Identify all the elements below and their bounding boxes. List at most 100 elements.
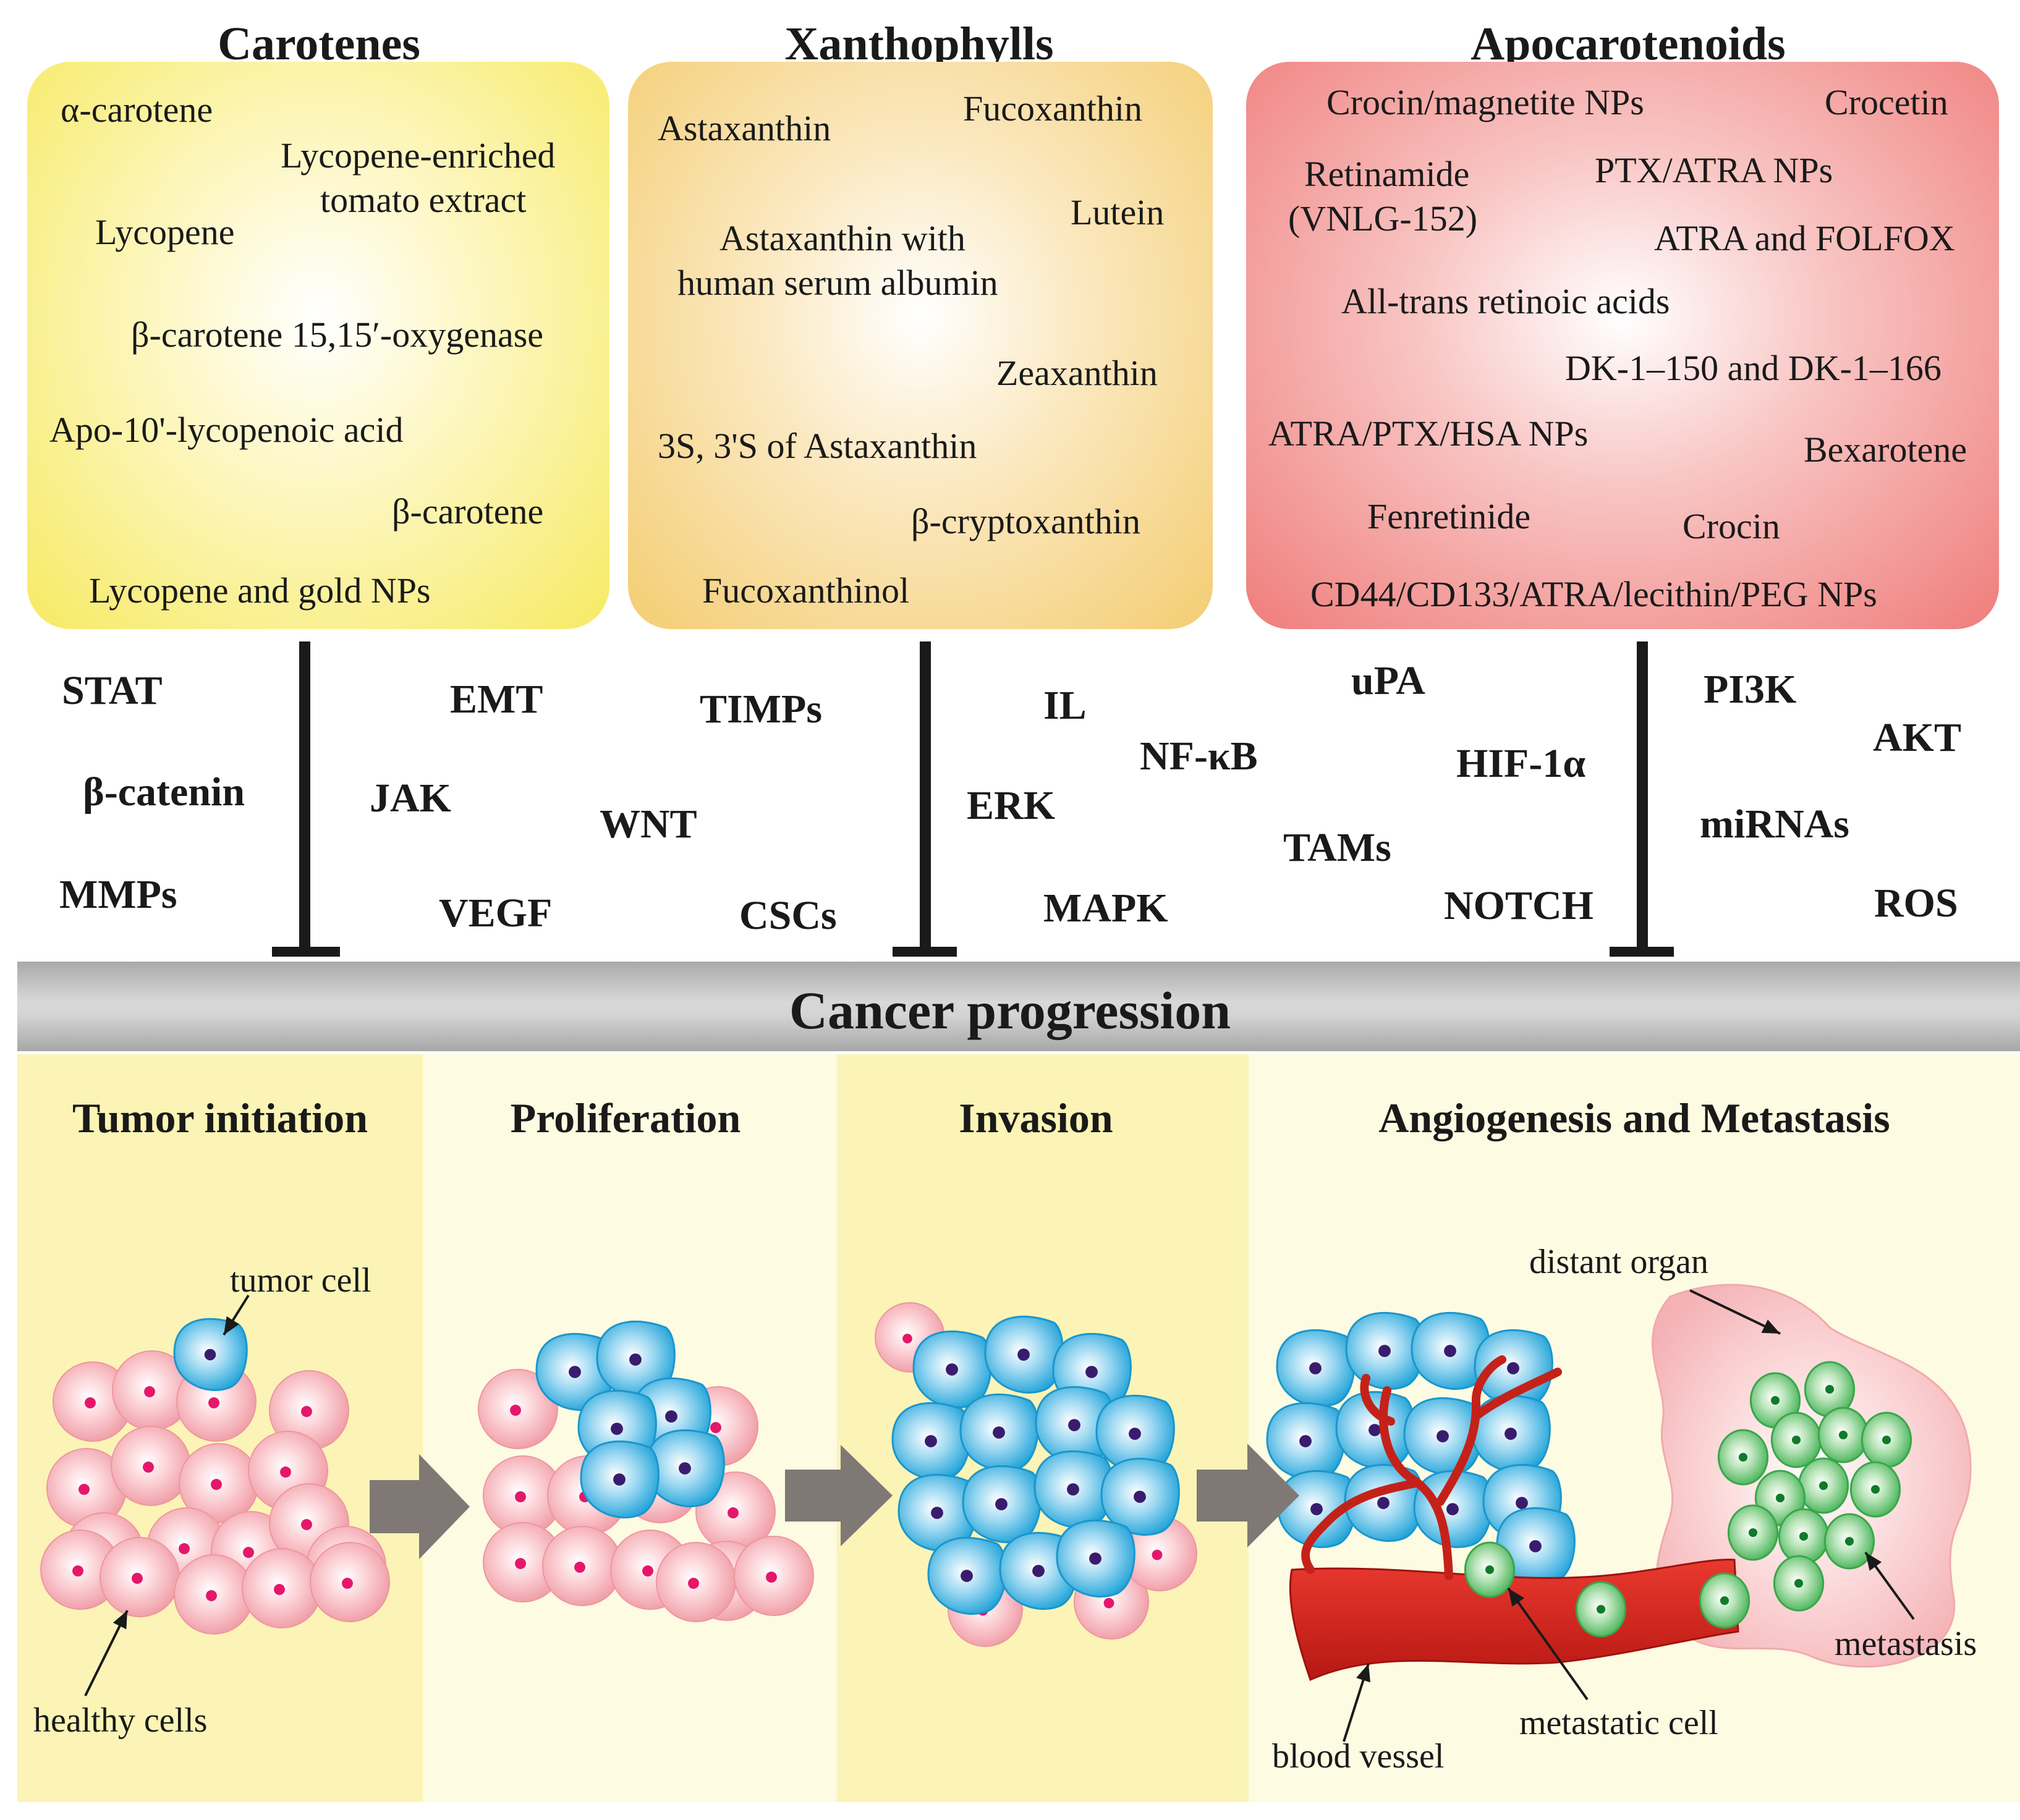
capillary bbox=[1436, 1355, 1506, 1506]
label-metastatic-cell: metastatic cell bbox=[1519, 1704, 1718, 1742]
pointer-arrow bbox=[84, 1610, 129, 1696]
target-label: MMPs bbox=[59, 872, 177, 917]
metastatic-cell bbox=[1778, 1508, 1830, 1565]
compound-item: Lycopene bbox=[95, 212, 235, 252]
metastatic-cell bbox=[1717, 1429, 1769, 1486]
metastatic-cell bbox=[1817, 1407, 1869, 1463]
capillary bbox=[1301, 1479, 1420, 1574]
target-label: STAT bbox=[62, 668, 163, 713]
compound-item: Lutein bbox=[1071, 192, 1165, 232]
target-label: TAMs bbox=[1283, 825, 1391, 870]
compound-item: Apo-10'-lycopenoic acid bbox=[49, 410, 404, 450]
compound-item: Zeaxanthin bbox=[996, 353, 1158, 393]
target-label: MAPK bbox=[1043, 886, 1168, 931]
target-label: PI3K bbox=[1704, 667, 1797, 712]
tumor-cell bbox=[962, 1465, 1042, 1543]
stage-title-tumor-initiation: Tumor initiation bbox=[72, 1094, 368, 1141]
proliferation-cluster bbox=[478, 1320, 814, 1622]
compound-item: PTX/ATRA NPs bbox=[1595, 150, 1833, 190]
target-label: uPA bbox=[1351, 658, 1425, 703]
healthy-cell bbox=[656, 1542, 736, 1622]
stage-title-invasion: Invasion bbox=[959, 1094, 1113, 1141]
healthy-cell bbox=[100, 1537, 180, 1617]
inhibition-symbol-apocarotenoids bbox=[1610, 641, 1674, 957]
progression-arrow-3 bbox=[1197, 1444, 1299, 1547]
compound-item: All-trans retinoic acids bbox=[1341, 281, 1670, 321]
metastatic-cell bbox=[1804, 1361, 1856, 1418]
tumor-cell bbox=[1277, 1470, 1357, 1548]
metastatic-cell bbox=[1861, 1412, 1912, 1468]
metastatic-cell bbox=[1849, 1461, 1901, 1518]
compound-item: β-cryptoxanthin bbox=[911, 501, 1140, 541]
compound-item: Fucoxanthinol bbox=[702, 570, 910, 611]
compound-item: human serum albumin bbox=[677, 263, 998, 303]
metastatic-cell bbox=[1727, 1504, 1779, 1561]
group-title-apocarotenoids: Apocarotenoids bbox=[1470, 18, 1786, 70]
metastatic-cell bbox=[1773, 1555, 1825, 1612]
tumor-cell bbox=[959, 1393, 1039, 1471]
compound-item: α-carotene bbox=[61, 90, 213, 130]
tumor-cell bbox=[1056, 1519, 1135, 1598]
tumor-cell bbox=[1033, 1450, 1113, 1528]
healthy-cell bbox=[478, 1369, 558, 1449]
compound-item: Fucoxanthin bbox=[963, 88, 1142, 129]
compound-item: ATRA and FOLFOX bbox=[1654, 218, 1955, 258]
compound-item: tomato extract bbox=[320, 180, 527, 220]
healthy-cell bbox=[174, 1554, 254, 1635]
progression-arrow-2 bbox=[785, 1445, 893, 1546]
compound-item: ATRA/PTX/HSA NPs bbox=[1268, 413, 1589, 454]
tumor-cell bbox=[927, 1536, 1007, 1615]
tumor-cell bbox=[173, 1318, 248, 1391]
group-title-xanthophylls: Xanthophylls bbox=[784, 18, 1054, 70]
compound-item: Lycopene and gold NPs bbox=[89, 570, 431, 611]
compound-item: Astaxanthin with bbox=[719, 218, 965, 258]
compound-item: CD44/CD133/ATRA/lecithin/PEG NPs bbox=[1310, 574, 1877, 614]
capillary bbox=[1473, 1368, 1562, 1420]
compound-item: Fenretinide bbox=[1367, 496, 1531, 536]
tumor-cell bbox=[1266, 1402, 1346, 1480]
compound-item: Astaxanthin bbox=[658, 108, 831, 148]
stage-title-proliferation: Proliferation bbox=[510, 1094, 741, 1141]
pointer-arrow bbox=[1507, 1587, 1589, 1701]
label-tumor-cell: tumor cell bbox=[230, 1261, 371, 1300]
target-label: WNT bbox=[600, 802, 697, 847]
healthy-cell-cluster-initiation bbox=[40, 1294, 390, 1696]
compound-item: 3S, 3'S of Astaxanthin bbox=[658, 426, 977, 466]
metastasis-scene bbox=[1266, 1284, 1972, 1742]
target-label: EMT bbox=[450, 677, 543, 722]
cancer-progression-title: Cancer progression bbox=[789, 981, 1231, 1040]
compound-item: β-carotene bbox=[392, 491, 544, 531]
metastatic-cell bbox=[1797, 1457, 1849, 1514]
target-label: JAK bbox=[370, 776, 451, 821]
group-title-carotenes: Carotenes bbox=[218, 18, 420, 70]
target-label: VEGF bbox=[439, 891, 553, 936]
compound-item: Bexarotene bbox=[1804, 430, 1967, 470]
target-label: NF-κB bbox=[1140, 734, 1258, 779]
tumor-cell bbox=[984, 1315, 1064, 1394]
capillary bbox=[1360, 1374, 1395, 1426]
compound-item: Retinamide bbox=[1304, 154, 1470, 194]
metastatic-cell bbox=[1770, 1412, 1822, 1468]
tumor-cell bbox=[912, 1330, 992, 1408]
compound-item: Crocetin bbox=[1825, 82, 1948, 122]
stage-title-angiogenesis-metastasis: Angiogenesis and Metastasis bbox=[1378, 1094, 1890, 1141]
target-label: ROS bbox=[1874, 881, 1958, 926]
metastatic-cell bbox=[1464, 1541, 1516, 1598]
pointer-arrow bbox=[1343, 1663, 1370, 1742]
pointer-arrow bbox=[1689, 1289, 1781, 1335]
xanthophylls-box: Astaxanthin Fucoxanthin Lutein Astaxanth… bbox=[628, 62, 1213, 629]
metastatic-cell bbox=[1699, 1572, 1751, 1629]
healthy-cell bbox=[310, 1542, 390, 1622]
target-label: miRNAs bbox=[1700, 802, 1849, 847]
target-label: CSCs bbox=[739, 893, 837, 938]
progression-arrow-1 bbox=[370, 1454, 470, 1559]
compound-item: DK-1–150 and DK-1–166 bbox=[1565, 348, 1941, 388]
apocarotenoids-box: Crocin/magnetite NPs Crocetin Retinamide… bbox=[1246, 62, 1999, 629]
tumor-cell bbox=[1413, 1470, 1493, 1548]
label-healthy-cells: healthy cells bbox=[33, 1701, 208, 1740]
cancer-progression-band bbox=[17, 962, 2020, 1051]
label-blood-vessel: blood vessel bbox=[1272, 1737, 1445, 1776]
tumor-cell bbox=[580, 1440, 660, 1518]
compound-item: Crocin/magnetite NPs bbox=[1326, 82, 1644, 122]
